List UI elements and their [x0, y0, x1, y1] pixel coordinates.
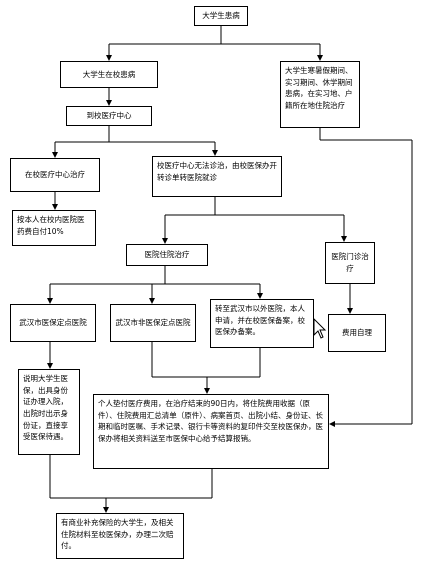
node-reimburse-label: 个人垫付医疗费用，在治疗结束的90日内，将住院费用收据（原件）、住院费用汇总清单… [98, 399, 323, 443]
node-note: 说明大学生医保，出具身份证办理入院，出院时出示身份证，直接享受医保待遇。 [18, 369, 80, 455]
node-inpatient: 医院住院治疗 [126, 244, 208, 266]
node-in-school: 大学生在校患病 [60, 61, 158, 88]
node-clinic-treat: 在校医疗中心治疗 [10, 158, 100, 192]
node-referral-label: 校医疗中心无法诊治，由校医保办开转诊单转医院就诊 [157, 161, 277, 182]
node-outside-wuhan: 转至武汉市以外医院，本人申请，并在校医保备案，校医保办备案。 [210, 299, 314, 348]
node-self-pay: 费用自理 [328, 314, 386, 352]
node-commercial-label: 有商业补充保险的大学生，及相关住院材料至校医保办，办理二次赔付。 [61, 518, 174, 551]
node-note-label: 说明大学生医保，出具身份证办理入院，出院时出示身份证，直接享受医保待遇。 [23, 374, 68, 442]
node-outpatient: 医院门诊治疗 [325, 242, 375, 284]
node-wuhan-medicare-label: 武汉市医保定点医院 [19, 318, 87, 328]
node-wuhan-nonmedicare-label: 武汉市非医保定点医院 [115, 318, 191, 328]
node-root-label: 大学生患病 [202, 11, 240, 21]
node-wuhan-medicare: 武汉市医保定点医院 [10, 304, 96, 342]
node-school-clinic: 到校医疗中心 [66, 106, 152, 126]
mouse-pointer-icon [313, 318, 327, 339]
node-outside-wuhan-label: 转至武汉市以外医院，本人申请，并在校医保备案，校医保办备案。 [215, 304, 305, 337]
node-clinic-treat-label: 在校医疗中心治疗 [25, 170, 85, 180]
node-clinic-pay: 按本人在校内医院医药费自付10% [12, 210, 96, 246]
node-reimburse: 个人垫付医疗费用，在治疗结束的90日内，将住院费用收据（原件）、住院费用汇总清单… [93, 394, 329, 469]
node-outpatient-label: 医院门诊治疗 [331, 252, 369, 273]
node-off-school: 大学生寒暑假期间、实习期间、休学期间患病，在实习地、户籍所在地住院治疗 [280, 61, 360, 128]
node-in-school-label: 大学生在校患病 [82, 69, 136, 79]
node-wuhan-nonmedicare: 武汉市非医保定点医院 [110, 304, 196, 342]
node-off-school-label: 大学生寒暑假期间、实习期间、休学期间患病，在实习地、户籍所在地住院治疗 [285, 66, 353, 110]
node-referral: 校医疗中心无法诊治，由校医保办开转诊单转医院就诊 [152, 156, 282, 197]
node-inpatient-label: 医院住院治疗 [144, 250, 190, 260]
node-clinic-pay-label: 按本人在校内医院医药费自付10% [17, 215, 85, 236]
node-self-pay-label: 费用自理 [342, 328, 372, 338]
node-root: 大学生患病 [194, 6, 248, 26]
node-school-clinic-label: 到校医疗中心 [86, 111, 132, 121]
node-commercial: 有商业补充保险的大学生，及相关住院材料至校医保办，办理二次赔付。 [56, 513, 184, 559]
